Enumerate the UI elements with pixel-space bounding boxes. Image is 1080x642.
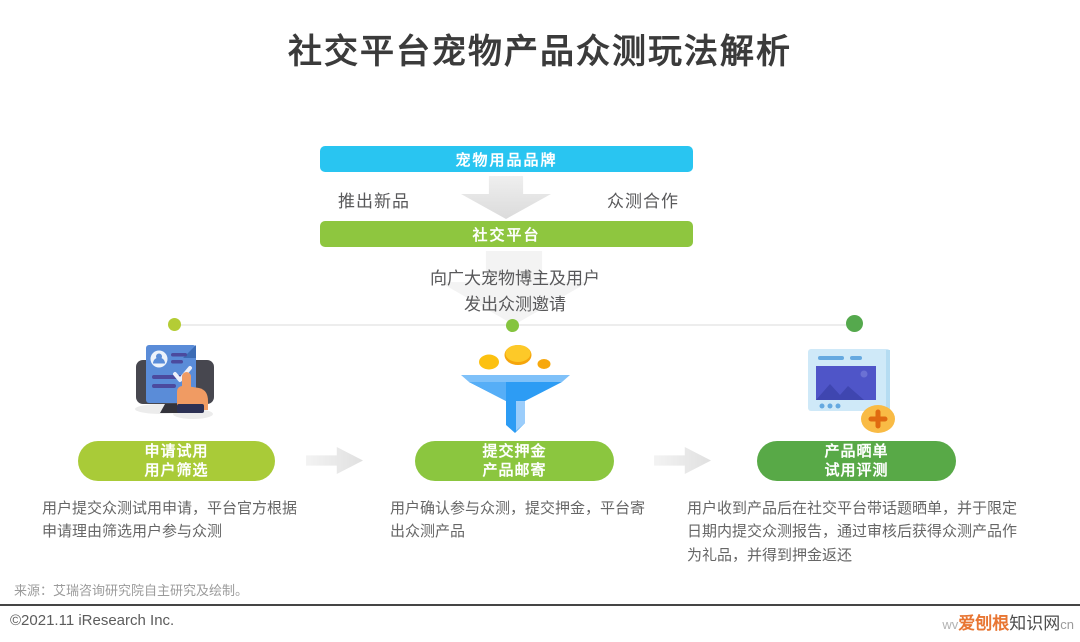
invite-text: 向广大宠物博主及用户 发出众测邀请 [430, 269, 600, 314]
funnel-coins-icon [461, 345, 570, 433]
timeline-dot [168, 318, 181, 331]
footer-divider [0, 604, 1080, 606]
timeline-dot [846, 315, 863, 332]
crowdtest-cooperation-label: 众测合作 [607, 192, 679, 211]
step-description: 用户提交众测试用申请，平台官方根据 申请理由筛选用户参与众测 [42, 500, 298, 541]
step-pill-share-review: 产品晒单 试用评测 [757, 441, 956, 481]
step-description: 用户收到产品后在社交平台带话题晒单，并于限定 日期内提交众测报告，通过审核后获得… [687, 500, 1018, 564]
launch-new-product-label: 推出新品 [338, 192, 410, 211]
step-pill-apply-trial: 申请试用 用户筛选 [78, 441, 275, 481]
page-title: 社交平台宠物产品众测玩法解析 [288, 33, 792, 71]
watermark-brand-dark: 知识网 [1009, 614, 1061, 633]
brand-box: 宠物用品品牌 [320, 146, 693, 172]
platform-box: 社交平台 [320, 221, 693, 247]
site-watermark: wv 爱刨根 知识网 cn [942, 609, 1074, 634]
watermark-brand-orange: 爱刨根 [958, 614, 1010, 633]
source-note: 来源：艾瑞咨询研究院自主研究及绘制。 [14, 583, 249, 598]
right-arrow-icon [306, 447, 363, 474]
application-form-click-icon [135, 345, 214, 419]
down-arrow-icon [461, 176, 551, 219]
copyright-text: ©2021.11 iResearch Inc. [10, 612, 175, 629]
step-description: 用户确认参与众测，提交押金，平台寄 出众测产品 [390, 500, 646, 541]
watermark-suffix: cn [1060, 617, 1074, 632]
timeline-dot [506, 319, 519, 332]
right-arrow-icon [654, 447, 711, 474]
photo-post-add-icon [808, 349, 895, 433]
step-pill-deposit-shipping: 提交押金 产品邮寄 [415, 441, 614, 481]
watermark-prefix: wv [942, 617, 959, 632]
